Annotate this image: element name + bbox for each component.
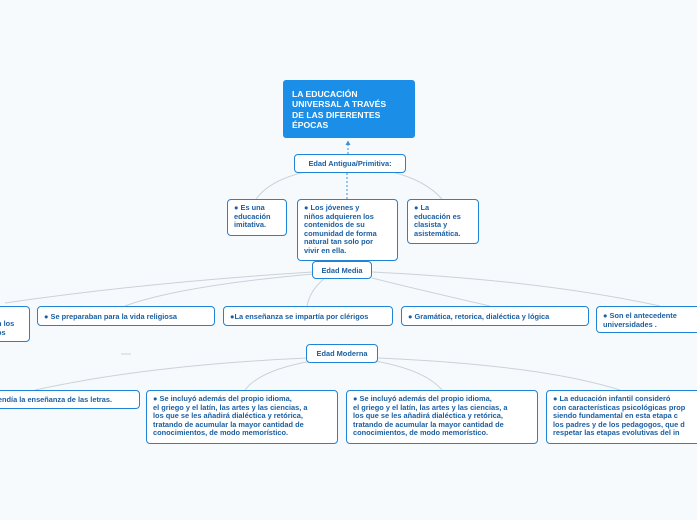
media-item-clerigos[interactable]: ●La enseñanza se impartía por clérigos xyxy=(223,306,393,326)
connector-media-item-1 xyxy=(124,273,314,307)
connector-antigua-imitativa xyxy=(255,171,306,200)
moderna-item-idioma-1[interactable]: ● Se incluyó además del propio idioma, e… xyxy=(146,390,338,444)
topic-edad-moderna[interactable]: Edad Moderna xyxy=(306,344,378,363)
connector-media-item-4 xyxy=(371,271,661,307)
media-item-gramatica[interactable]: ● Gramática, retorica, dialéctica y lógi… xyxy=(401,306,589,326)
topic-edad-media[interactable]: Edad Media xyxy=(312,261,372,279)
connector-moderna-item-3 xyxy=(377,357,621,391)
connector-antigua-clasista xyxy=(391,171,443,200)
media-item-universidades[interactable]: ● Son el antecedente universidades . xyxy=(596,306,697,333)
moderna-item-infantil[interactable]: ● La educación infantil consideró con ca… xyxy=(546,390,697,444)
connector-moderna-item-1 xyxy=(244,360,313,391)
antigua-item-imitativa[interactable]: ● Es una educación imitativa. xyxy=(227,199,287,236)
connector-media-item-3 xyxy=(371,277,491,307)
media-item-0[interactable]: n los os xyxy=(0,306,30,342)
connector-media-item-0 xyxy=(4,271,314,304)
connector-moderna-item-2 xyxy=(374,360,443,391)
antigua-item-jovenes[interactable]: ● Los jóvenes y niños adquieren los cont… xyxy=(297,199,398,261)
moderna-item-letras[interactable]: rendía la enseñanza de las letras. xyxy=(0,390,140,409)
topic-edad-antigua[interactable]: Edad Antigua/Primitiva: xyxy=(294,154,406,173)
root-topic[interactable]: LA EDUCACIÓN UNIVERSAL A TRAVÉS DE LAS D… xyxy=(283,80,415,138)
connector-moderna-item-0 xyxy=(34,357,308,391)
moderna-item-idioma-2[interactable]: ● Se incluyó además del propio idioma, e… xyxy=(346,390,538,444)
antigua-item-clasista[interactable]: ● La educación es clasista y asistemátic… xyxy=(407,199,479,244)
connector-media-item-2 xyxy=(306,277,326,307)
connector-arrow xyxy=(345,140,351,145)
media-item-vida-religiosa[interactable]: ● Se preparaban para la vida religiosa xyxy=(37,306,215,326)
